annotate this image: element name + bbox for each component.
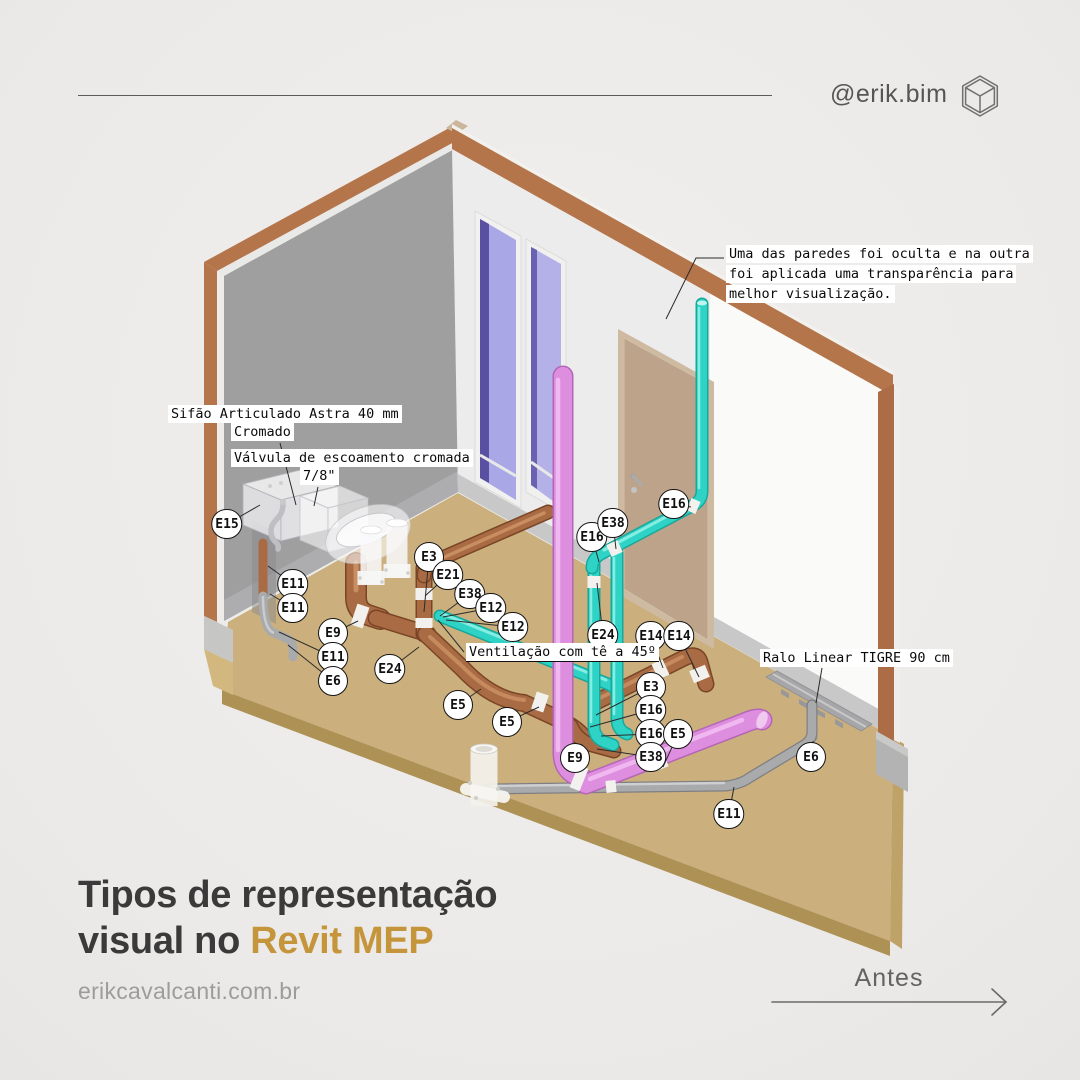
callout-bubble-e15: E15 [211, 509, 243, 539]
callout-bubble-e14: E14 [663, 621, 695, 651]
door [618, 329, 714, 649]
nav-label-antes: Antes [854, 964, 924, 992]
page-title: Tipos de representação visual no Revit M… [78, 872, 498, 964]
next-arrow-icon[interactable] [765, 985, 1015, 1020]
left-wall-trim-top [204, 127, 456, 271]
callout-bubble-e38: E38 [597, 508, 629, 538]
vent-terminal-ghost [460, 743, 510, 806]
callout-bubble-e11: E11 [713, 799, 745, 829]
note-valvula-line2: 7/8" [300, 467, 339, 485]
callout-bubble-e38: E38 [635, 742, 667, 772]
callout-bubble-e5: E5 [492, 707, 522, 737]
note-sifao-line1: Sifão Articulado Astra 40 mm [168, 405, 402, 423]
note-leader-line [815, 667, 823, 704]
title-accent: Revit MEP [250, 920, 434, 962]
cube-3d-icon [961, 75, 999, 117]
note-ralo: Ralo Linear TIGRE 90 cm [760, 649, 953, 667]
callout-bubble-e5: E5 [663, 719, 693, 749]
callout-bubble-e38: E38 [454, 579, 486, 609]
right-wall-base-block-top [876, 731, 908, 757]
callout-bubble-e16: E16 [658, 489, 690, 519]
note-paredes-line2: foi aplicada uma transparência para [726, 265, 1017, 283]
chrome-siphon [268, 501, 286, 552]
callout-bubble-e12: E12 [497, 612, 529, 642]
floor-slab-right-edge [890, 737, 904, 949]
callout-bubble-e6: E6 [796, 742, 826, 772]
callout-bubble-e6: E6 [318, 666, 348, 696]
callout-bubble-e5: E5 [443, 690, 473, 720]
note-leader-line [665, 257, 724, 320]
note-leader-line [313, 486, 319, 507]
left-wall-base-block [204, 616, 233, 663]
pipe-couplings [350, 498, 710, 793]
title-line-1: Tipos de representação [78, 874, 498, 916]
callout-bubble-e11: E11 [277, 593, 309, 623]
note-sifao-line2: Cromado [231, 423, 294, 441]
note-valvula-line1: Válvula de escoamento cromada [231, 449, 473, 467]
note-leader-line [437, 619, 465, 653]
back-wall-top-band [452, 128, 893, 396]
note-ventilacao: Ventilação com tê a 45º [466, 643, 659, 662]
window-left [474, 210, 522, 509]
header-divider-line [78, 95, 772, 96]
note-paredes-line3: melhor visualização. [726, 285, 895, 303]
instagram-handle[interactable]: @erik.bim [830, 80, 948, 108]
callout-bubble-e9: E9 [560, 743, 590, 773]
left-wall-top-sliver [217, 141, 458, 276]
floor-slab-front-edge [222, 690, 890, 956]
website-link[interactable]: erikcavalcanti.com.br [78, 978, 301, 1004]
back-wall-top-sliver [452, 124, 893, 375]
callout-bubble-e24: E24 [374, 654, 406, 684]
title-line-2: visual no Revit MEP [78, 920, 434, 962]
toilet-ghost-pipes [357, 518, 411, 585]
callout-bubble-e16: E16 [635, 695, 667, 725]
note-paredes-line1: Uma das paredes foi oculta e na outra [726, 245, 1033, 263]
left-wall-base-slab [204, 649, 233, 695]
